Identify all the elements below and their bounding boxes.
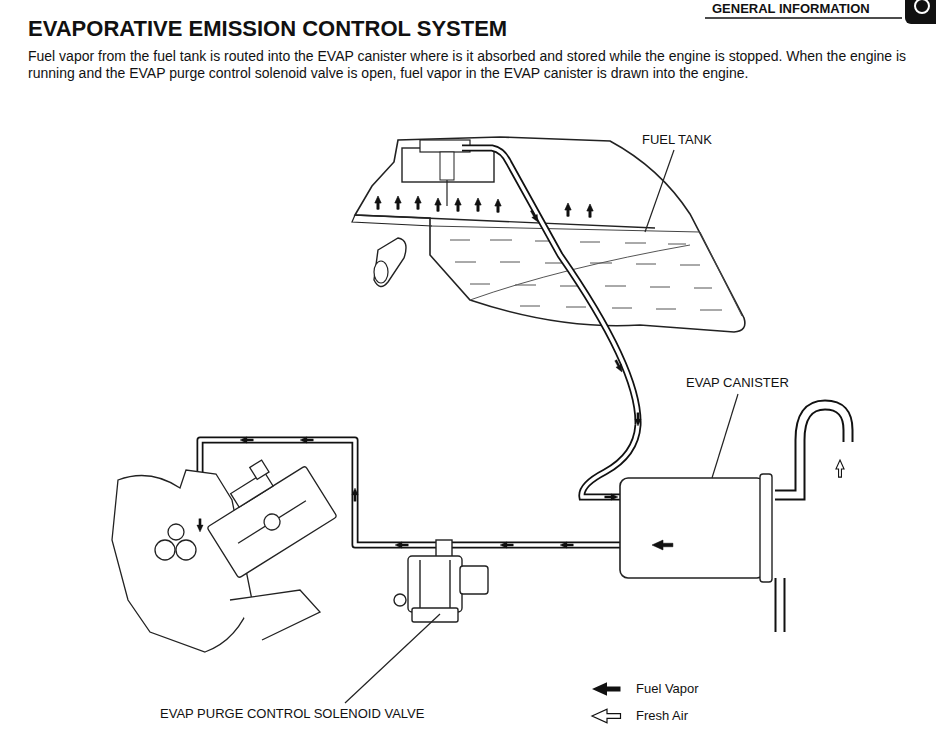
purge-valve-drawing (394, 540, 488, 622)
engine-drawing (112, 442, 337, 652)
part-label: EVAP CANISTER (684, 375, 791, 391)
header-rule (705, 0, 936, 24)
flow-arrows (197, 209, 673, 550)
title: EVAPORATIVE EMISSION CONTROL SYSTEM (28, 16, 507, 42)
leader-line (345, 150, 738, 703)
legend-arrow (592, 709, 621, 723)
fresh-air-arrow (836, 460, 844, 477)
page-header: GENERAL INFORMATION (712, 1, 870, 17)
part-label: FUEL TANK (640, 132, 714, 148)
legend-text: Fuel Vapor (636, 681, 699, 697)
legend-arrow (592, 682, 621, 696)
evap-canister-drawing (620, 474, 772, 582)
description: Fuel vapor from the fuel tank is routed … (28, 48, 923, 82)
legend-text: Fresh Air (636, 708, 688, 724)
vapor-hose (200, 148, 848, 634)
part-label: EVAP PURGE CONTROL SOLENOID VALVE (158, 706, 426, 722)
